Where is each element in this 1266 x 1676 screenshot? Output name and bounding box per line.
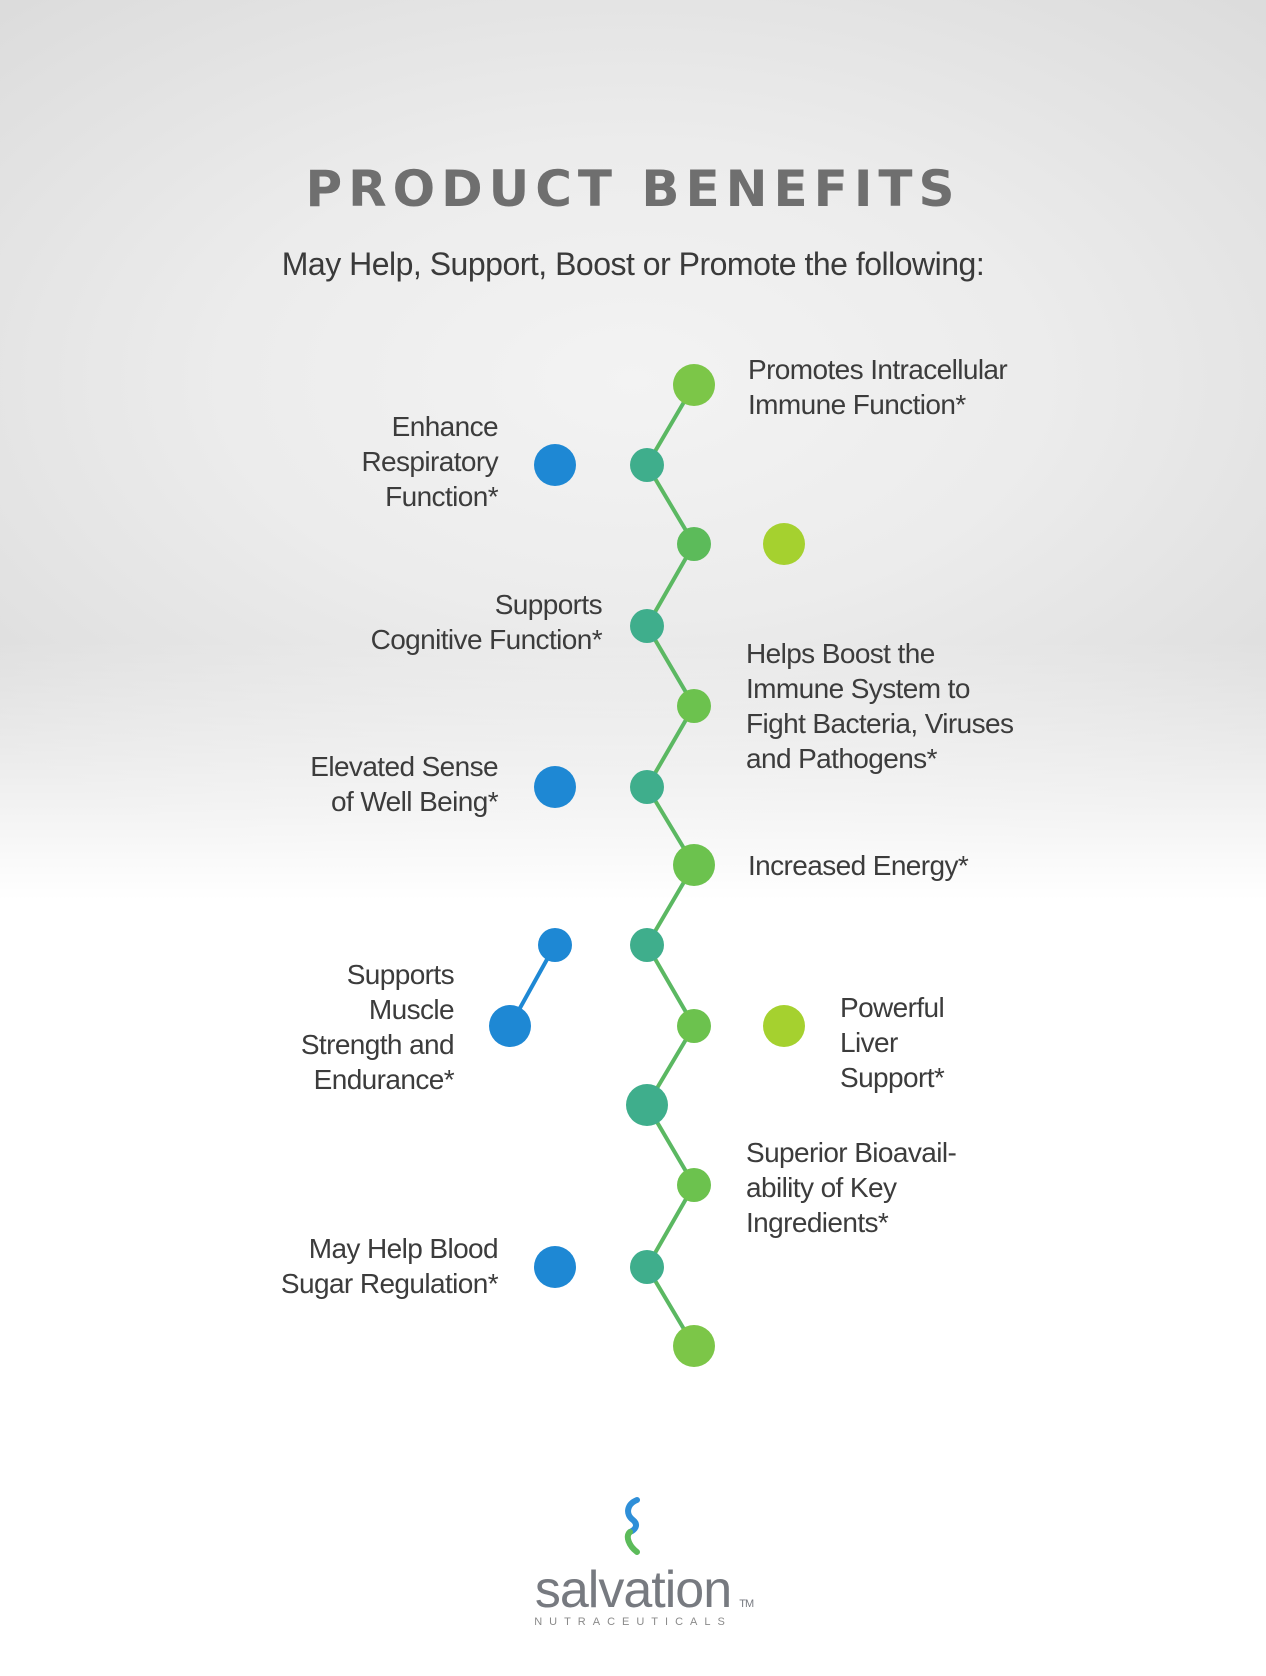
atom-energy	[673, 844, 715, 886]
side-bonds	[508, 457, 786, 1275]
label-helps-boost-immune: Helps Boost the Immune System to Fight B…	[746, 638, 1014, 774]
atom-respiratory	[534, 444, 576, 486]
atom-sugar	[534, 1246, 576, 1288]
atom-junction-2	[677, 527, 711, 561]
atom-wellbeing	[534, 766, 576, 808]
trademark: TM	[739, 1598, 754, 1610]
atom-respiratory-junction	[630, 448, 664, 482]
atom-liver	[763, 1005, 805, 1047]
atom-immune	[677, 689, 711, 723]
page-title: PRODUCT BENEFITS	[305, 160, 961, 218]
atoms	[489, 364, 805, 1367]
atom-bioavailability	[677, 1168, 711, 1202]
atom-top	[673, 364, 715, 406]
label-supports-cognitive: Supports Cognitive Function*	[370, 589, 603, 655]
atom-sugar-junction	[630, 1250, 664, 1284]
brand-tagline: NUTRACEUTICALS	[534, 1616, 732, 1628]
label-promotes-intracellular: Promotes Intracellular Immune Function*	[748, 354, 1008, 420]
atom-bottom	[673, 1325, 715, 1367]
page-subtitle: May Help, Support, Boost or Promote the …	[281, 246, 985, 282]
salvation-s-icon	[624, 1497, 640, 1555]
atom-wellbeing-junction	[630, 770, 664, 804]
atom-lower-teal	[626, 1084, 668, 1126]
atom-muscle-mid	[538, 928, 572, 962]
atom-cognitive	[630, 609, 664, 643]
label-powerful-liver: Powerful Liver Support*	[840, 992, 945, 1093]
label-enhance-respiratory: Enhance Respiratory Function*	[361, 411, 498, 512]
label-supports-muscle: Supports Muscle Strength and Endurance*	[300, 959, 455, 1095]
atom-muscle	[489, 1005, 531, 1047]
label-elevated-sense: Elevated Sense of Well Being*	[310, 751, 498, 817]
atom-liver-junction	[677, 1009, 711, 1043]
atom-lime-upper	[763, 523, 805, 565]
label-increased-energy: Increased Energy*	[748, 850, 969, 881]
brand-name-text: salvation	[534, 1561, 732, 1619]
label-blood-sugar: May Help Blood Sugar Regulation*	[280, 1233, 499, 1299]
atom-muscle-junction	[630, 928, 664, 962]
label-superior-bioavailability: Superior Bioavail- ability of Key Ingred…	[746, 1137, 957, 1238]
